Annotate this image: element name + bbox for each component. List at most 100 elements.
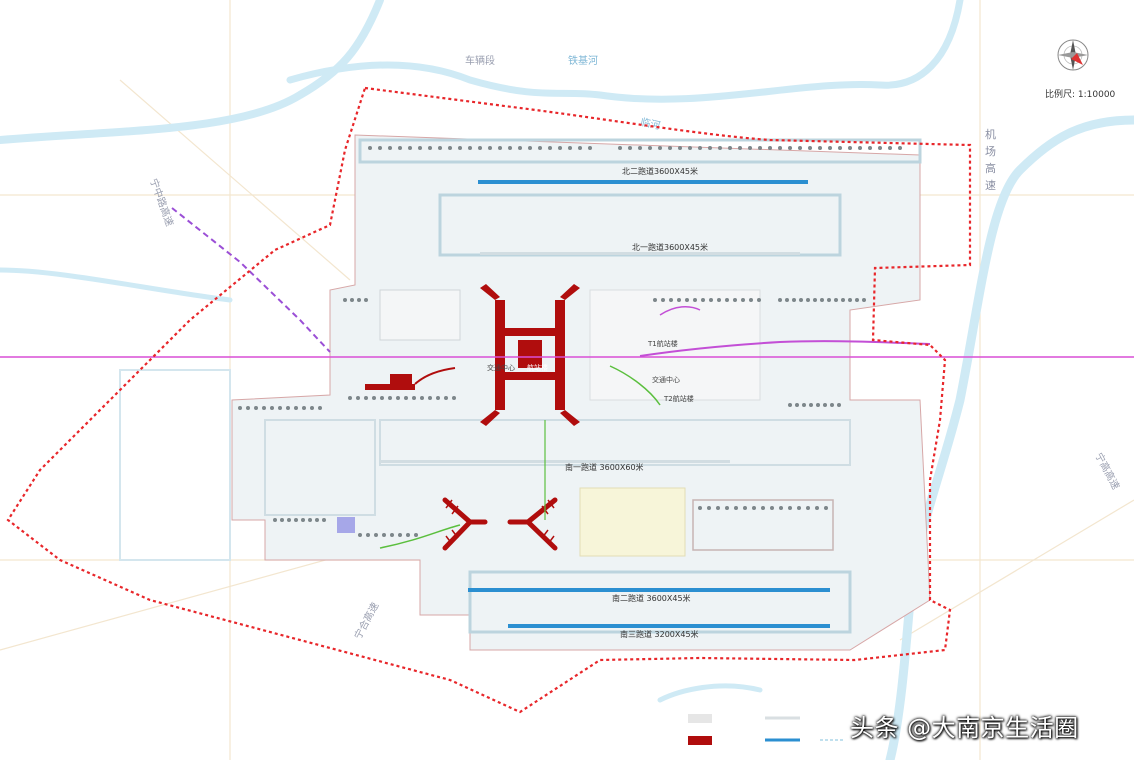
aircraft-stand: [855, 298, 859, 302]
runway-north1-bar: [480, 252, 800, 255]
aircraft-stand: [378, 146, 382, 150]
aircraft-stands: [238, 146, 902, 537]
label-linhe: 临河: [639, 115, 661, 132]
aircraft-stand: [728, 146, 732, 150]
aircraft-stand: [412, 396, 416, 400]
aircraft-stand: [698, 506, 702, 510]
aircraft-stand: [356, 396, 360, 400]
aircraft-stand: [868, 146, 872, 150]
aircraft-stand: [748, 146, 752, 150]
aircraft-stand: [436, 396, 440, 400]
aircraft-stand: [818, 146, 822, 150]
aircraft-stand: [669, 298, 673, 302]
aircraft-stand: [799, 298, 803, 302]
label-jichang-gaosu: 机 场 高 速: [985, 127, 996, 192]
aircraft-stand: [578, 146, 582, 150]
aircraft-stand: [758, 146, 762, 150]
aircraft-stand: [752, 506, 756, 510]
rail-green-link: [609, 365, 661, 406]
aircraft-stand: [658, 146, 662, 150]
aircraft-stand: [488, 146, 492, 150]
runway-labels: 北二跑道3600X45米 北一跑道3600X45米 南一跑道 3600X60米 …: [565, 166, 708, 639]
aircraft-stand: [468, 146, 472, 150]
aircraft-stand: [408, 146, 412, 150]
aircraft-stand: [858, 146, 862, 150]
aircraft-stand: [668, 146, 672, 150]
aircraft-stand: [685, 298, 689, 302]
aircraft-stand: [802, 403, 806, 407]
aircraft-stand: [834, 298, 838, 302]
runway-south2-bar: [468, 588, 830, 592]
t3-label: 航站楼: [527, 363, 548, 372]
aircraft-stand: [815, 506, 819, 510]
aircraft-stand: [828, 146, 832, 150]
aircraft-stand: [406, 533, 410, 537]
aircraft-stand: [677, 298, 681, 302]
aircraft-stand: [718, 146, 722, 150]
traffic-center-t2-label: 交通中心: [652, 375, 680, 384]
aircraft-stand: [318, 406, 322, 410]
scale-label: 比例尺: 1:10000: [1045, 88, 1116, 100]
label-chelianduan: 车辆段: [465, 54, 495, 67]
aircraft-stand: [270, 406, 274, 410]
airport-boundary: [6, 86, 972, 714]
aircraft-stand: [364, 396, 368, 400]
runway-south3-label: 南三跑道 3200X45米: [620, 629, 699, 639]
aircraft-stand: [390, 533, 394, 537]
aircraft-stand: [716, 506, 720, 510]
aircraft-stand: [806, 506, 810, 510]
compass-icon: [1057, 39, 1089, 71]
aircraft-stand: [315, 518, 319, 522]
aircraft-stand: [824, 506, 828, 510]
t2-label: T2航站楼: [663, 394, 694, 403]
map-legend: [688, 714, 845, 745]
aircraft-stand: [798, 146, 802, 150]
aircraft-stand: [862, 298, 866, 302]
terminal-south-satellites: [442, 497, 558, 551]
aircraft-stand: [733, 298, 737, 302]
aircraft-stand: [368, 146, 372, 150]
aircraft-stand: [273, 518, 277, 522]
aircraft-stand: [238, 406, 242, 410]
aircraft-stand: [366, 533, 370, 537]
aircraft-stand: [709, 298, 713, 302]
aircraft-stand: [770, 506, 774, 510]
aircraft-stand: [888, 146, 892, 150]
aircraft-stand: [725, 298, 729, 302]
aircraft-stand: [725, 506, 729, 510]
watermark-text: 头条 @大南京生活圈: [850, 714, 1079, 742]
aircraft-stand: [357, 298, 361, 302]
svg-text:高: 高: [985, 161, 996, 175]
runway-south2-label: 南二跑道 3600X45米: [612, 593, 691, 603]
terminal-north-pier: [480, 284, 580, 426]
label-ninghe-gaosu: 宁合高速: [351, 600, 381, 641]
label-tiejihe: 铁基河: [568, 54, 598, 67]
aircraft-stand: [308, 518, 312, 522]
aircraft-stand: [310, 406, 314, 410]
aircraft-stand: [398, 533, 402, 537]
label-zhongqiang-road: 宁中路高速: [147, 177, 176, 228]
aircraft-stand: [795, 403, 799, 407]
runway-south3-bar: [508, 624, 830, 628]
rail-east-branch: [639, 340, 931, 357]
aircraft-stand: [701, 298, 705, 302]
aircraft-stand: [618, 146, 622, 150]
aircraft-stand: [830, 403, 834, 407]
aircraft-stand: [848, 298, 852, 302]
aircraft-stand: [438, 146, 442, 150]
aircraft-stand: [420, 396, 424, 400]
aircraft-stand: [382, 533, 386, 537]
traffic-center-label: 交通中心: [487, 363, 515, 372]
aircraft-stand: [788, 146, 792, 150]
aircraft-stand: [280, 518, 284, 522]
aircraft-stand: [707, 506, 711, 510]
aircraft-stand: [797, 506, 801, 510]
aircraft-stand: [372, 396, 376, 400]
aircraft-stand: [661, 298, 665, 302]
aircraft-stand: [558, 146, 562, 150]
aircraft-stand: [301, 518, 305, 522]
aircraft-stand: [820, 298, 824, 302]
aircraft-stand: [761, 506, 765, 510]
aircraft-stand: [458, 146, 462, 150]
